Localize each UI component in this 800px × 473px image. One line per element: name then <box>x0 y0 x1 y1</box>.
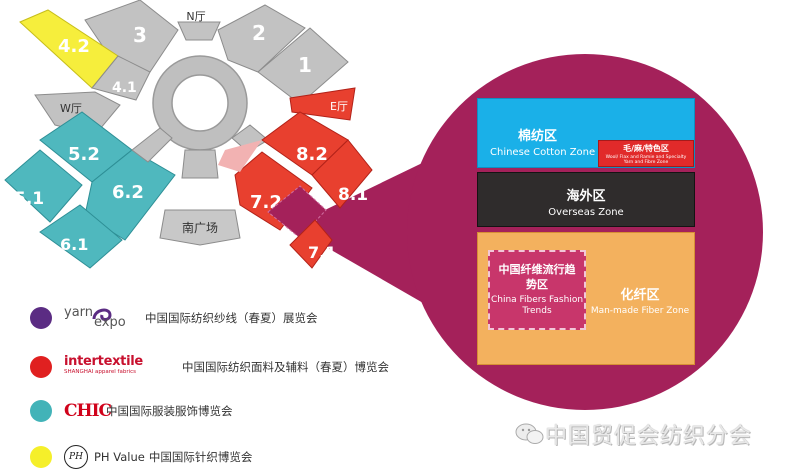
hall-5-1[interactable] <box>4 149 83 223</box>
legend-yarn-swatch <box>30 307 52 329</box>
hall-8-1-label: 8.1 <box>338 185 368 205</box>
hall-5-2-label: 5.2 <box>68 144 100 165</box>
watermark: 中国贸促会纺织分会 <box>515 418 752 450</box>
hall-6-1[interactable] <box>39 204 123 269</box>
yarn-logo-word-1: yarn <box>64 305 94 320</box>
hall-2[interactable] <box>217 4 306 73</box>
watermark-text: 中国贸促会纺织分会 <box>545 424 753 449</box>
wechat-icon <box>515 423 544 444</box>
zone-fiber-en: Man-made Fiber Zone <box>590 306 690 316</box>
hall-7-1-label: 7.1 <box>308 243 336 262</box>
zone-fiber-label: 化纤区 Man-made Fiber Zone <box>590 284 690 317</box>
corridor-left <box>131 127 173 163</box>
legend-chic: CHIC 中国国际服装服饰博览会 <box>30 398 233 424</box>
zone-cotton-cn: 棉纺区 <box>518 129 558 144</box>
hall-6-1-label: 6.1 <box>60 235 88 254</box>
yarn-swirl-icon <box>92 308 112 321</box>
hall-8-1[interactable] <box>311 139 373 209</box>
legend-intertextile-text: 中国国际纺织面料及辅料（春夏）博览会 <box>182 360 389 374</box>
hall-5-1-label: 5.1 <box>14 189 44 209</box>
zone-overseas-cn: 海外区 <box>566 189 606 204</box>
hall-1-label: 1 <box>298 53 312 77</box>
hall-e-label: E厅 <box>330 100 348 113</box>
zone-wool-en: Wool/ Flax and Ramie and Specialty Yarn … <box>605 155 687 165</box>
zone-wool[interactable]: 毛/麻/特色区 Wool/ Flax and Ramie and Special… <box>598 140 694 167</box>
intertextile-logo-word: intertextile <box>64 354 143 369</box>
hall-4-1[interactable] <box>91 55 151 101</box>
legend-yarn: yarn expo 中国国际纺织纱线（春夏）展览会 <box>30 305 318 331</box>
legend-intertextile: intertextile SHANGHAI apparel fabrics 中国… <box>30 354 389 380</box>
legend-chic-swatch <box>30 400 52 422</box>
zone-fiber-cn: 化纤区 <box>620 288 660 303</box>
hall-8-2-label: 8.2 <box>296 144 328 165</box>
hall-e[interactable] <box>289 87 356 121</box>
intertextile-logo: intertextile SHANGHAI apparel fabrics <box>64 354 176 378</box>
chic-logo: CHIC <box>64 401 112 421</box>
legend-ph-swatch <box>30 446 52 468</box>
yarn-logo-word-2: expo <box>94 315 126 330</box>
yarn-expo-logo: yarn expo <box>64 305 139 331</box>
zone-trend-en: China Fibers Fashion Trends <box>490 295 584 316</box>
hall-pink-strip <box>218 140 262 172</box>
zone-overseas-en: Overseas Zone <box>548 207 624 218</box>
legend-chic-text: 中国国际服装服饰博览会 <box>106 404 233 418</box>
legend-ph: PH PH Value 中国国际针织博览会 <box>30 444 252 470</box>
ph-value-logo: PH <box>64 445 88 469</box>
ph-value-logo-text: PH Value <box>94 450 145 464</box>
hall-1[interactable] <box>257 27 349 105</box>
zone-wool-cn: 毛/麻/特色区 <box>623 144 669 153</box>
south-plaza[interactable] <box>159 209 241 246</box>
hall-w-label: W厅 <box>60 102 82 115</box>
hall-4-2-label: 4.2 <box>58 36 90 57</box>
hall-2-label: 2 <box>252 21 266 45</box>
legend-ph-text: 中国国际针织博览会 <box>148 450 253 464</box>
intertextile-logo-sub: SHANGHAI apparel fabrics <box>64 369 137 375</box>
legend-intertextile-swatch <box>30 356 52 378</box>
hall-n-label: N厅 <box>186 10 205 23</box>
south-plaza-label: 南广场 <box>182 220 218 235</box>
hall-4-1-label: 4.1 <box>112 80 137 96</box>
zone-trend[interactable]: 中国纤维流行趋势区 China Fibers Fashion Trends <box>488 250 586 330</box>
zone-trend-cn: 中国纤维流行趋势区 <box>498 263 576 291</box>
zone-cotton-en: Chinese Cotton Zone <box>490 147 596 158</box>
legend-yarn-text: 中国国际纺织纱线（春夏）展览会 <box>145 311 318 325</box>
corridor-bottom <box>181 149 219 179</box>
central-ring <box>152 55 248 151</box>
hall-n[interactable] <box>177 21 221 41</box>
hall-6-2-label: 6.2 <box>112 182 144 203</box>
hall-3-label: 3 <box>133 23 147 47</box>
hall-7-1[interactable] <box>289 219 333 269</box>
zone-overseas[interactable]: 海外区 Overseas Zone <box>477 172 695 227</box>
